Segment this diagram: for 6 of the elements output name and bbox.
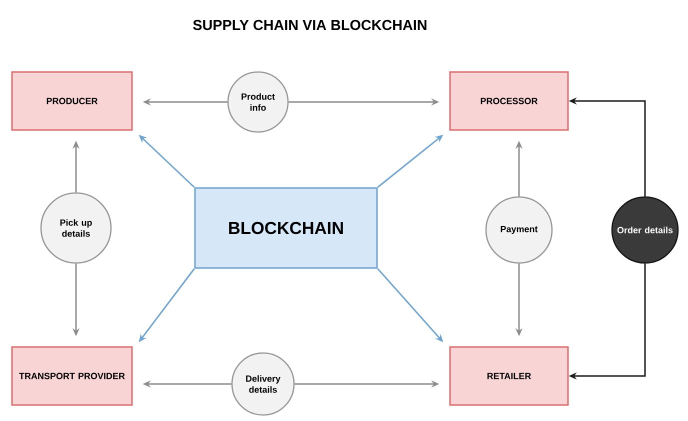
blockchain-box: BLOCKCHAIN [194, 187, 378, 269]
title: SUPPLY CHAIN VIA BLOCKCHAIN [193, 20, 426, 30]
process-box: TRANSPORT PROVIDER [11, 346, 133, 406]
process-box: RETAILER [449, 346, 569, 406]
process-box: PRODUCER [11, 71, 133, 131]
process-box: PROCESSOR [449, 71, 569, 131]
